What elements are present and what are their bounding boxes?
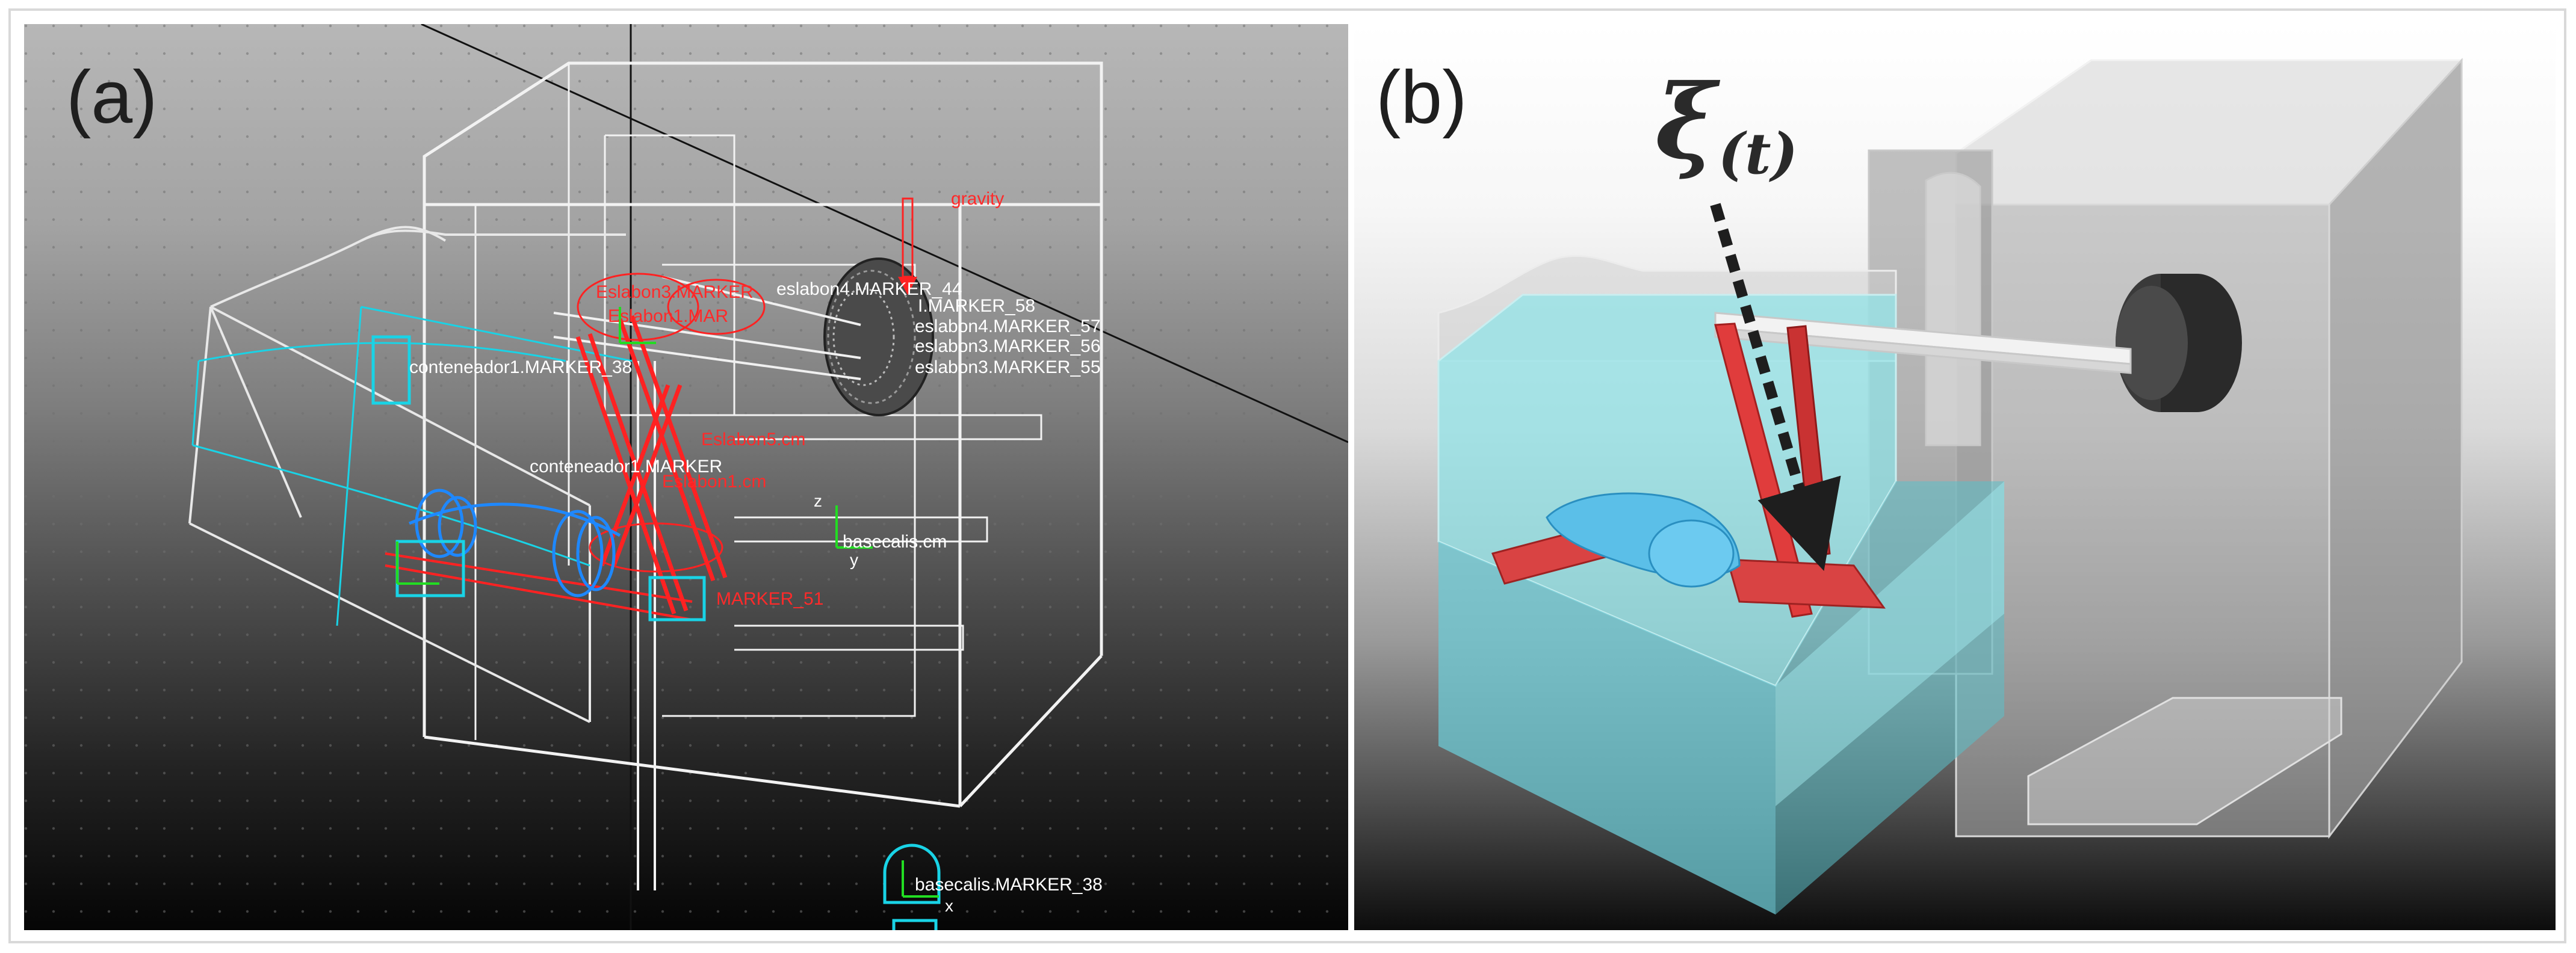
motor-disk	[823, 258, 934, 416]
upper-arm	[1714, 312, 2132, 374]
panel-b-label: (b)	[1376, 56, 1467, 139]
rendered-scene	[1437, 58, 2464, 914]
bracket-parts-cyan	[371, 335, 941, 930]
marker-gravity: gravity	[951, 189, 1004, 209]
marker-red-4: Eslabon1.cm	[662, 472, 766, 492]
symbol-xi: ξ	[1655, 62, 1716, 182]
symbol-subscript: (t)	[1718, 121, 1798, 187]
figure-frame: z y x gravity Eslabon3.MARKER Eslabon1.M…	[8, 8, 2566, 943]
marker-red-5: MARKER_51	[716, 589, 823, 609]
marker-white-1: conteneador1.MARKER_38	[409, 357, 632, 377]
panel-a-wireframe-view: z y x gravity Eslabon3.MARKER Eslabon1.M…	[24, 24, 1348, 930]
marker-white-7: conteneador1.MARKER	[530, 457, 722, 476]
bottom-shelf	[2027, 697, 2342, 825]
marker-red-3: Eslabon5.cm	[701, 430, 805, 449]
marker-white-3: I.MARKER_58	[918, 296, 1035, 316]
panel-a-label: (a)	[66, 56, 158, 139]
marker-white-2: eslabon4.MARKER_44	[776, 279, 962, 299]
marker-white-8: basecalis.cm	[843, 532, 947, 552]
container-cyan-edges	[191, 306, 633, 626]
container-wireframe	[188, 226, 626, 723]
disk-motor	[2116, 274, 2242, 412]
tank-wireframe	[423, 61, 1103, 890]
foot-model	[1546, 492, 1741, 588]
trajectory-arrow	[1710, 203, 1841, 572]
axis-label-x: x	[945, 896, 953, 915]
foot-model-blue	[409, 489, 621, 597]
reference-axis-diagonal	[421, 24, 1348, 443]
axis-label-z: z	[814, 492, 822, 510]
marker-white-4: eslabon4.MARKER_57	[915, 316, 1101, 336]
trajectory-symbol: ξ(t)	[1655, 71, 1798, 182]
marker-red-2: Eslabon1.MAR	[608, 306, 728, 326]
background-dot-grid	[24, 24, 1348, 930]
upper-arm-wireframe	[553, 276, 861, 380]
wireframe-scene: z y x gravity Eslabon3.MARKER Eslabon1.M…	[24, 24, 1348, 930]
coordinate-triads	[396, 307, 939, 898]
panel-b-rendered-view: (b) ξ(t)	[1354, 24, 2556, 930]
marker-white-6: eslabon3.MARKER_55	[915, 357, 1101, 377]
marker-white-9: basecalis.MARKER_38	[915, 875, 1103, 895]
gravity-arrow	[898, 197, 917, 295]
marker-white-5: eslabon3.MARKER_56	[915, 336, 1101, 356]
axis-label-y: y	[850, 551, 858, 569]
marker-red-1: Eslabon3.MARKER	[596, 282, 754, 302]
